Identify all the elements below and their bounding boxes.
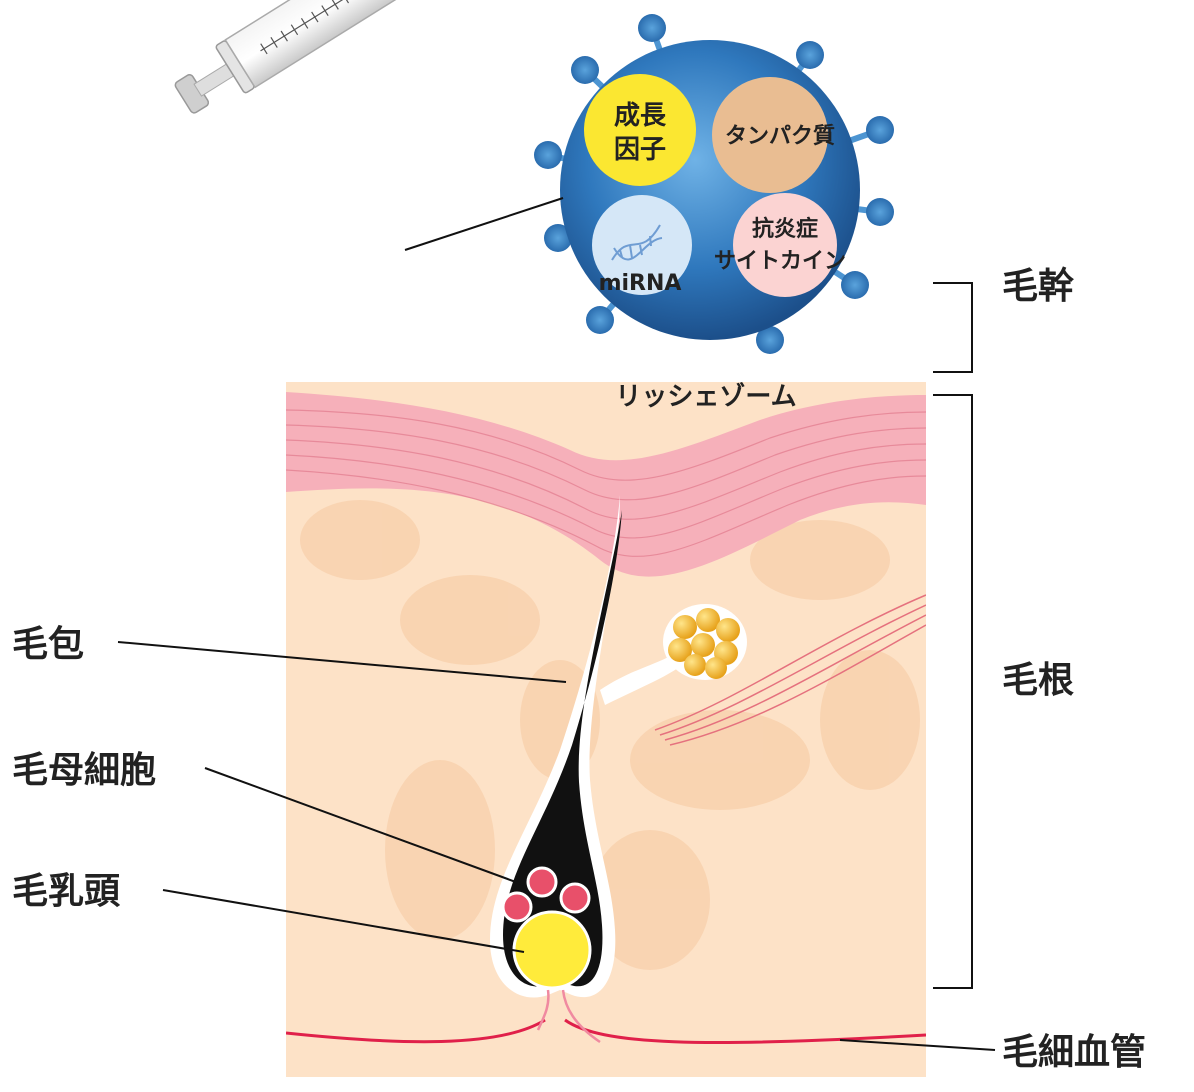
mirna-circle [592, 195, 692, 295]
matrix-cells-leader [204, 767, 525, 886]
exosome-particle: 成長 因子 タンパク質 miRNA 抗炎症 サイトカイン [534, 14, 894, 354]
syringe-graduations [260, 0, 411, 55]
matrix-cells [501, 866, 591, 923]
growth-factor-label-2: 因子 [614, 135, 666, 165]
protein-circle [712, 77, 828, 193]
skin-block [286, 382, 926, 1077]
dna-icon [611, 224, 663, 261]
cytokine-circle [733, 193, 837, 297]
cytokine-label-2: サイトカイン [714, 249, 846, 274]
epidermis-layer [286, 382, 926, 577]
papilla-leader [162, 889, 525, 953]
mirna-label: miRNA [599, 271, 682, 296]
growth-factor-circle [584, 74, 696, 186]
protein-label: タンパク質 [725, 124, 835, 149]
hair-shaft-label: 毛幹 [1002, 265, 1075, 307]
sebaceous-gland [600, 604, 747, 705]
follicle-label: 毛包 [12, 624, 84, 665]
growth-factor-label-1: 成長 [614, 101, 667, 131]
capillary-leader [839, 1039, 996, 1051]
arrector-muscle [654, 594, 926, 746]
syringe-to-exosome-leader [404, 197, 564, 251]
hair-root-label: 毛根 [1002, 660, 1074, 701]
matrix-cells-label: 毛母細胞 [12, 750, 156, 791]
epidermis-lines [286, 409, 926, 557]
cytokine-label-1: 抗炎症 [752, 216, 818, 242]
capillary-label: 毛細血管 [1002, 1032, 1146, 1073]
dermal-papilla [512, 910, 592, 990]
shaft-bracket [933, 282, 973, 373]
root-bracket [933, 394, 973, 989]
epidermis-top [286, 382, 926, 461]
follicle-leader [117, 641, 567, 683]
exosome-name: リッシェゾーム [615, 381, 796, 412]
hair-shaft [503, 510, 622, 987]
syringe [174, 0, 443, 114]
papilla-label: 毛乳頭 [12, 871, 121, 912]
dermis-texture [300, 500, 920, 970]
